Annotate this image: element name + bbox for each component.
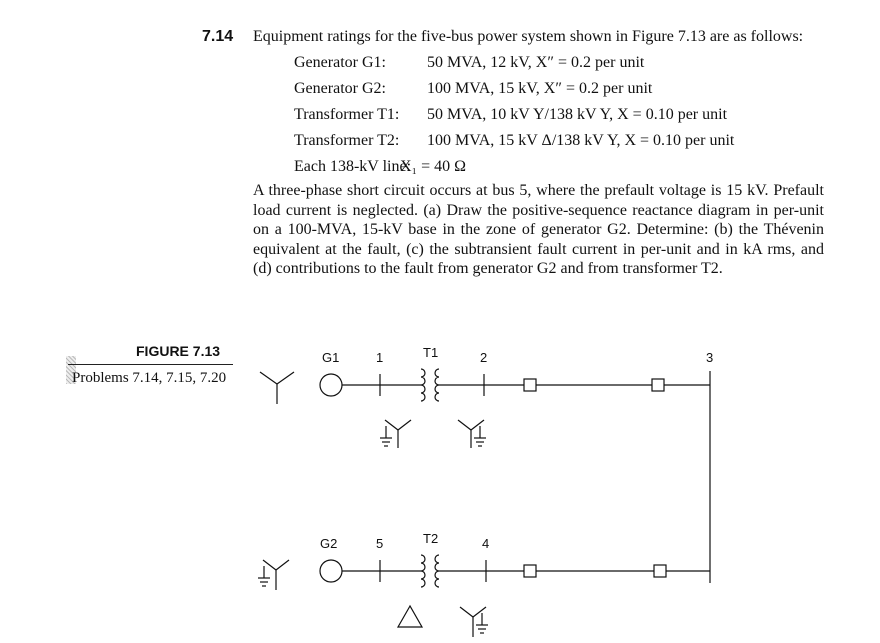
rating-label-t1: Transformer T1: — [294, 106, 400, 123]
transformer-t1-label: T1 — [423, 345, 438, 360]
g2-wye-grounded-symbol — [258, 559, 290, 590]
transformer-t2-label: T2 — [423, 531, 438, 546]
generator-g1-label: G1 — [322, 350, 339, 365]
rating-label-g1: Generator G1: — [294, 54, 386, 71]
bus-1-label: 1 — [376, 350, 383, 365]
figure-label: FIGURE 7.13 — [136, 343, 221, 359]
breaker-bus3-line23 — [651, 378, 665, 392]
rating-label-line: Each 138-kV line: — [294, 158, 412, 175]
breaker-bus3-line34 — [653, 564, 667, 578]
rating-value-t2: 100 MVA, 15 kV Δ/138 kV Y, X = 0.10 per … — [427, 132, 735, 149]
t1-secondary-wye-grounded-symbol — [457, 419, 486, 448]
figure-label-rule — [68, 364, 233, 365]
t2-primary-delta-symbol — [396, 604, 424, 628]
generator-g2-label: G2 — [320, 536, 337, 551]
bus-4-label: 4 — [482, 536, 489, 551]
problem-number: 7.14 — [202, 28, 234, 45]
bus-2-label: 2 — [480, 350, 487, 365]
t1-primary-wye-grounded-symbol — [380, 419, 412, 448]
g1-wye-grounding-symbol — [259, 371, 295, 404]
rating-value-g2: 100 MVA, 15 kV, X″ = 0.2 per unit — [427, 80, 653, 97]
breaker-bus4-line34 — [523, 564, 537, 578]
rating-label-g2: Generator G2: — [294, 80, 386, 97]
breaker-bus2-line23 — [523, 378, 537, 392]
rating-value-line: X₁ = 40 Ω — [400, 158, 467, 175]
transformer-t1-symbol — [420, 368, 440, 402]
generator-g1-symbol — [319, 373, 343, 397]
rating-value-g1: 50 MVA, 12 kV, X″ = 0.2 per unit — [427, 54, 645, 71]
rating-value-t1: 50 MVA, 10 kV Y/138 kV Y, X = 0.10 per u… — [427, 106, 728, 123]
bus-5-label: 5 — [376, 536, 383, 551]
figure-caption: Problems 7.14, 7.15, 7.20 — [72, 370, 227, 386]
generator-g2-symbol — [319, 559, 343, 583]
figure-label-shading — [66, 356, 76, 384]
transformer-t2-symbol — [420, 554, 440, 588]
problem-intro: Equipment ratings for the five-bus power… — [253, 28, 804, 45]
t2-secondary-wye-grounded-symbol — [459, 606, 488, 637]
problem-description: A three-phase short circuit occurs at bu… — [253, 182, 824, 277]
bus-3-label: 3 — [706, 350, 713, 365]
rating-label-t2: Transformer T2: — [294, 132, 400, 149]
